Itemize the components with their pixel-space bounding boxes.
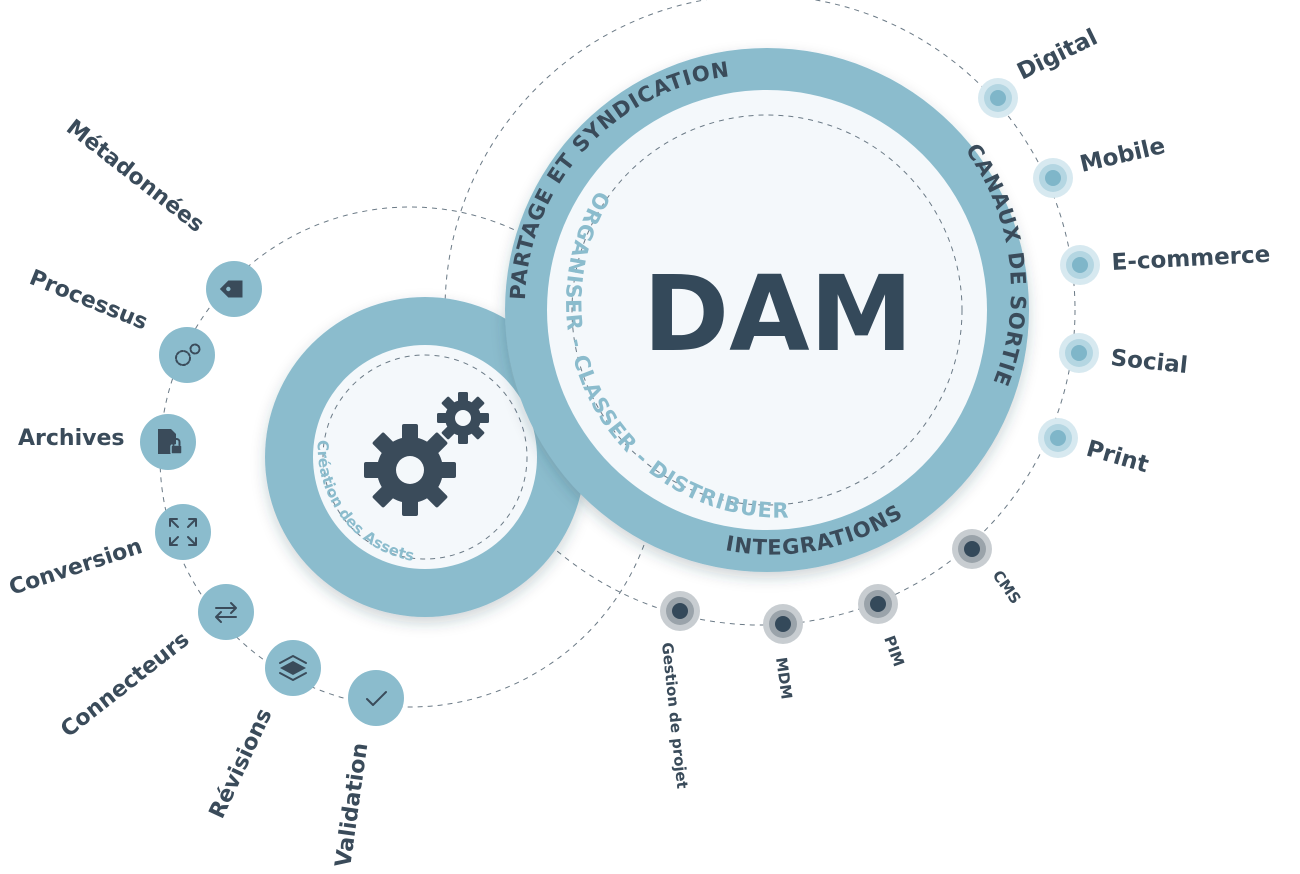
integration-label: Gestion de projet xyxy=(658,642,691,790)
dam-main-circle: PARTAGE ET SYNDICATION CANAUX DE SORTIE … xyxy=(505,48,1029,572)
checkmark-icon xyxy=(366,691,387,706)
small-gear-icon xyxy=(437,392,489,444)
integration-group: CMS PIM MDM Gestion de projet xyxy=(658,529,1025,790)
process-node[interactable]: Validation xyxy=(331,670,404,869)
process-node-label: Processus xyxy=(26,265,151,335)
output-channel-label: Digital xyxy=(1013,24,1101,85)
swap-arrows-icon xyxy=(215,602,237,623)
process-node[interactable]: Processus xyxy=(26,265,215,383)
asset-creation-circle: Création des Assets xyxy=(265,297,585,617)
integration-label: CMS xyxy=(989,567,1025,607)
gear-icon xyxy=(364,424,456,516)
process-node[interactable]: Métadonnées xyxy=(61,115,262,317)
process-node[interactable]: Archives xyxy=(18,414,196,470)
process-node-label: Conversion xyxy=(6,534,145,601)
expand-arrows-icon xyxy=(169,518,197,546)
layers-icon xyxy=(279,655,307,681)
dam-title: DAM xyxy=(643,253,913,375)
output-channel-label: Print xyxy=(1083,436,1151,478)
process-node-label: Validation xyxy=(331,741,373,868)
output-channel-node[interactable]: Digital xyxy=(978,24,1102,118)
process-node[interactable]: Révisions xyxy=(205,640,321,823)
orbit-right xyxy=(444,0,1076,626)
process-node-label: Archives xyxy=(18,426,124,451)
locked-file-icon xyxy=(158,429,183,455)
integration-node[interactable]: PIM xyxy=(858,584,908,669)
integration-node[interactable]: MDM xyxy=(763,604,803,700)
process-node-label: Révisions xyxy=(205,705,278,823)
process-node[interactable]: Conversion xyxy=(6,504,211,601)
output-channel-node[interactable]: Mobile xyxy=(1033,133,1168,198)
integration-node[interactable]: Gestion de projet xyxy=(658,591,700,790)
output-channel-node[interactable]: Social xyxy=(1059,333,1189,379)
gears-icon xyxy=(175,343,201,366)
integration-node[interactable]: CMS xyxy=(952,529,1025,607)
integration-label: PIM xyxy=(880,633,908,669)
tag-icon xyxy=(219,280,243,298)
output-channel-node[interactable]: E-commerce xyxy=(1060,242,1271,285)
output-channel-label: Social xyxy=(1109,345,1189,379)
output-channel-node[interactable]: Print xyxy=(1038,418,1152,478)
process-node-label: Connecteurs xyxy=(56,627,194,742)
output-channel-label: Mobile xyxy=(1078,133,1168,178)
process-node[interactable]: Connecteurs xyxy=(56,584,254,743)
output-channel-label: E-commerce xyxy=(1111,242,1271,276)
process-node-label: Métadonnées xyxy=(61,115,208,238)
integration-label: MDM xyxy=(772,656,796,700)
